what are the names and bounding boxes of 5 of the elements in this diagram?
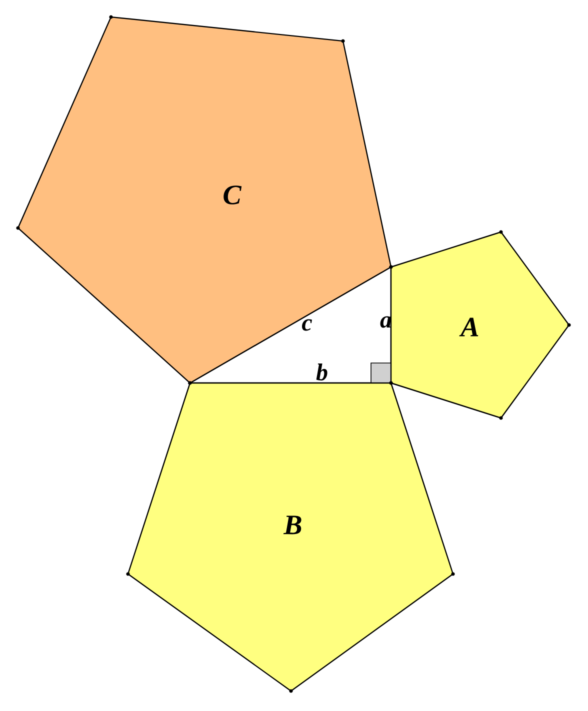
pentagon: B xyxy=(126,381,455,693)
side-label: b xyxy=(316,364,328,380)
side-label: c xyxy=(302,319,312,331)
side-label: a xyxy=(380,316,392,328)
pentagon: A xyxy=(389,230,571,420)
